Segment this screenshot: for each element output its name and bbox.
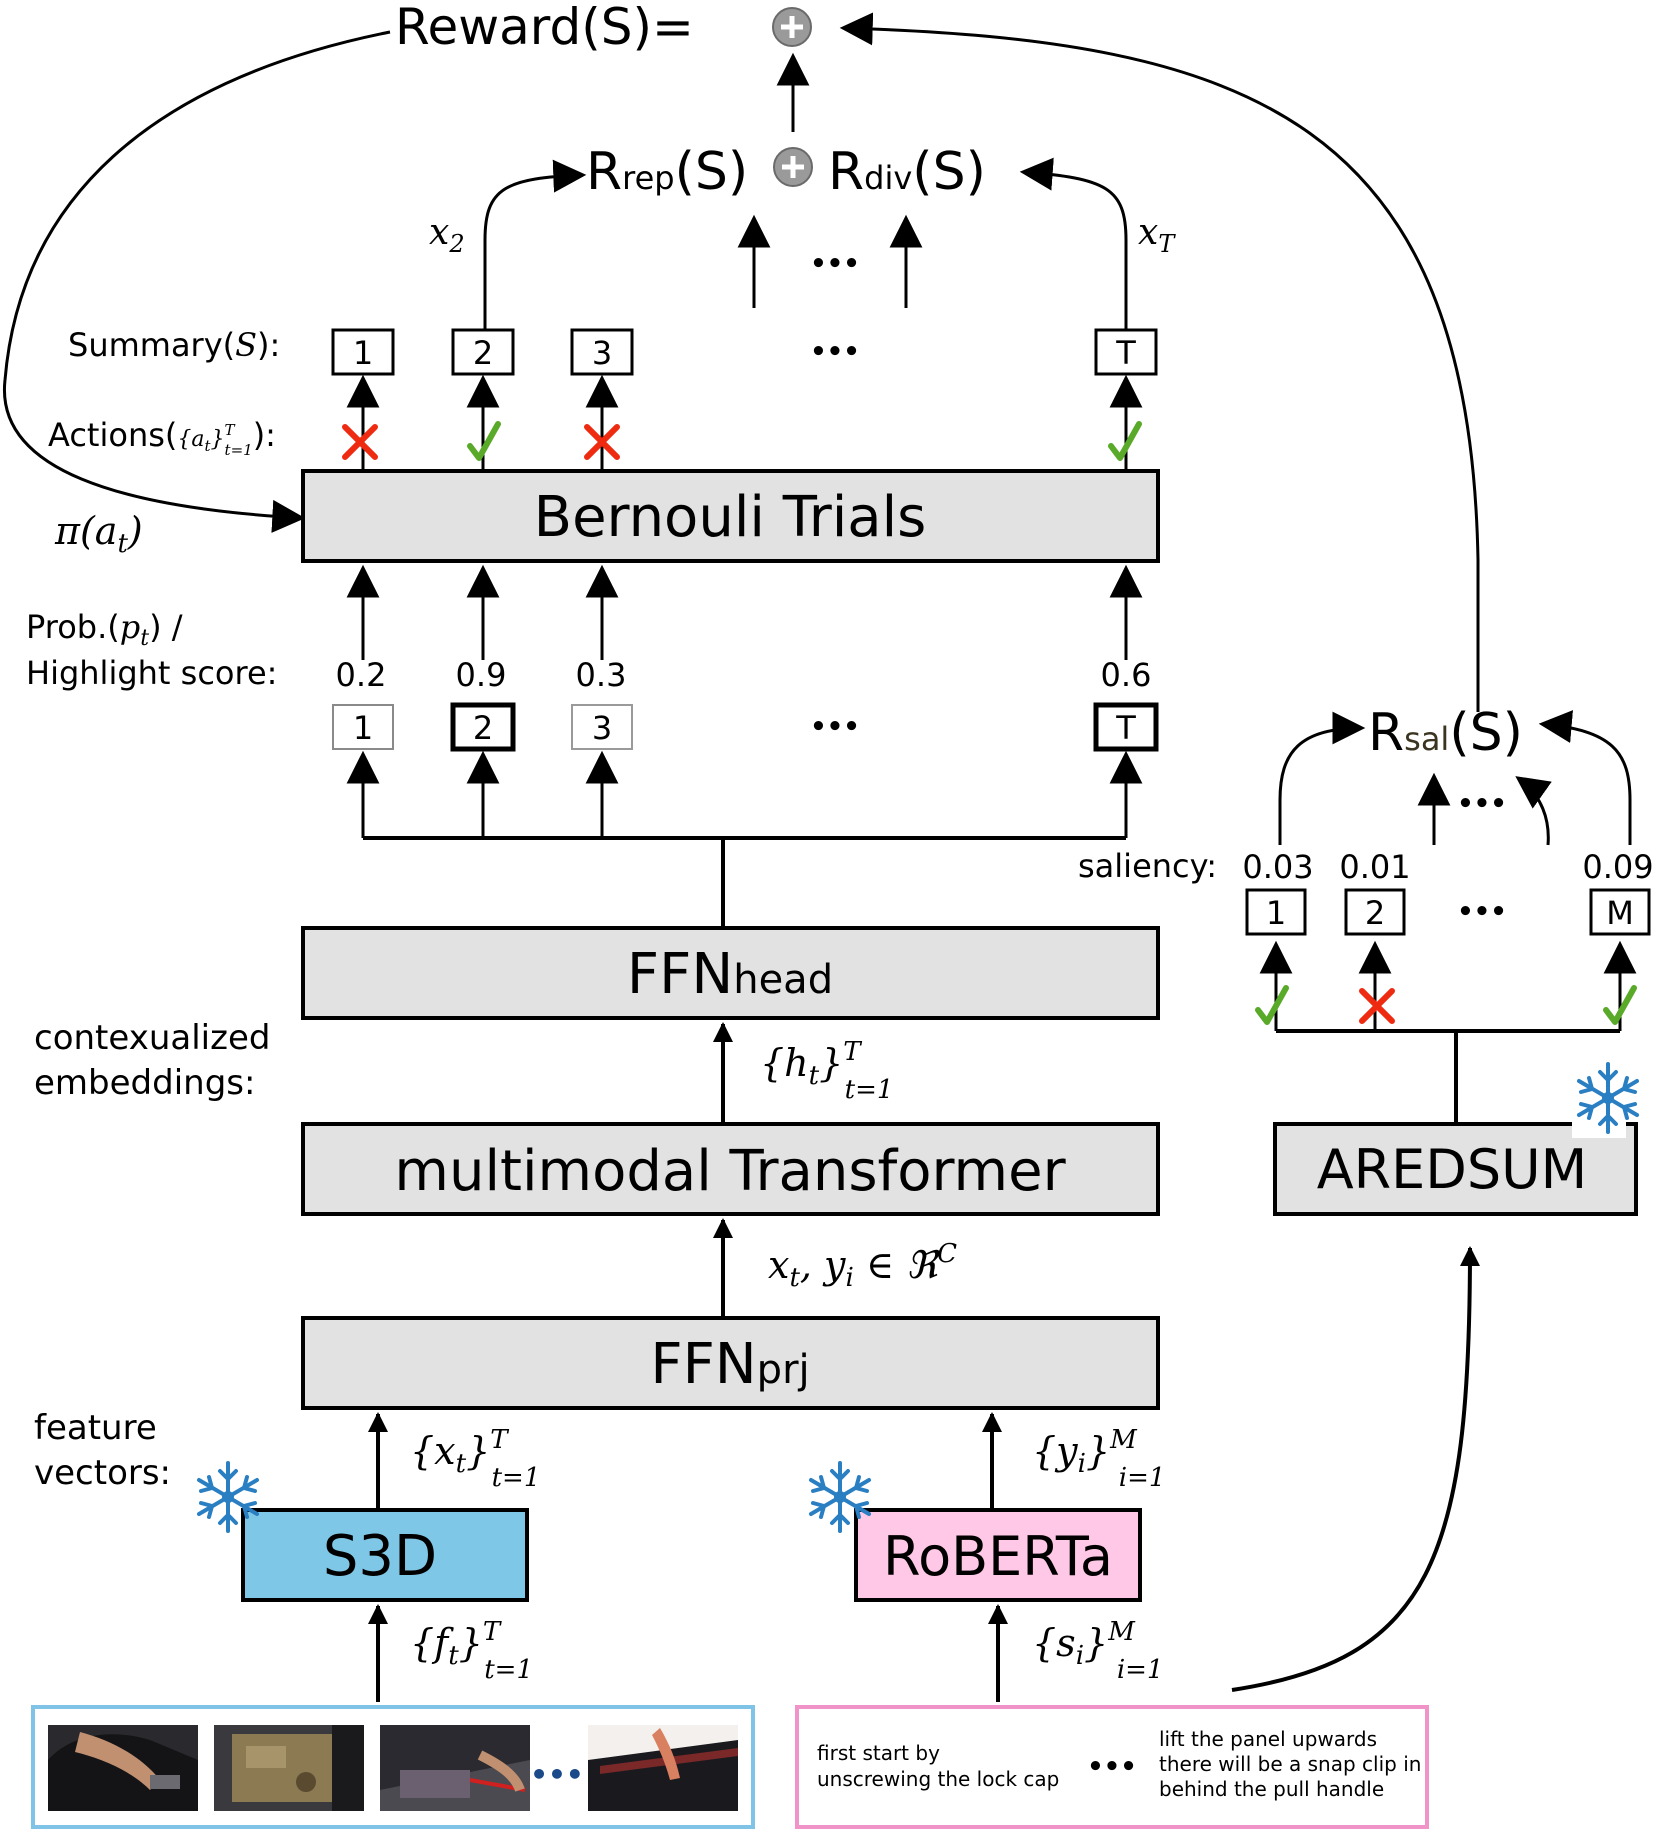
svg-text:M: M (1606, 894, 1634, 932)
r-rep-label: Rrep(S) (586, 142, 748, 202)
svg-text:1: 1 (353, 334, 373, 372)
arrow-rsal-to-reward (839, 12, 1480, 712)
saliency-box-ellipsis: ••• (1457, 897, 1507, 927)
svg-text:2: 2 (473, 334, 493, 372)
summary-box-3: 3 (570, 328, 634, 376)
pi-label: π(at) (54, 509, 143, 559)
score-box-2: 2 (450, 702, 516, 752)
svg-text:3: 3 (592, 709, 612, 747)
bernoulli-trials-block: Bernouli Trials (301, 469, 1160, 563)
svg-text:T: T (1115, 334, 1136, 372)
saliency-box-2: 2 (1344, 888, 1406, 936)
saliency-box-M: M (1589, 888, 1651, 936)
aredsum-block: AREDSUM (1273, 1122, 1638, 1216)
saliency-box-1: 1 (1245, 888, 1307, 936)
transcript-right-line-1: lift the panel upwards (1159, 1727, 1377, 1751)
arrow-saliency-mid2-to-rsal (1515, 776, 1552, 846)
svg-text:AREDSUM: AREDSUM (1317, 1138, 1588, 1201)
score-box-3: 3 (571, 704, 633, 750)
video-frame (48, 1725, 198, 1811)
multimodal-transformer-block: multimodal Transformer (301, 1122, 1160, 1216)
arrow-text-to-aredsum (1231, 1246, 1480, 1692)
summary-box-2: 2 (451, 328, 515, 376)
transcript-left-line-2: unscrewing the lock cap (817, 1767, 1059, 1791)
summary-box-1: 1 (331, 328, 395, 376)
transcript-left-line-1: first start by (817, 1741, 940, 1765)
embeddings-label: embeddings: (34, 1063, 255, 1103)
arrow-reward-to-bernoulli (2, 30, 391, 533)
middle-ellipsis: ••• (810, 249, 860, 279)
saliency-label: saliency: (1078, 847, 1217, 885)
reward-oplus-icon (773, 8, 811, 46)
arrow-xT-to-div (1019, 157, 1128, 332)
cross-icon (345, 427, 375, 457)
x2-label: x2 (429, 212, 465, 258)
score-ellipsis: ••• (810, 712, 860, 742)
vectors-label: vectors: (34, 1453, 171, 1493)
transcript-right-line-3: behind the pull handle (1159, 1777, 1384, 1801)
ffn-prj-block: FFNprj (301, 1316, 1160, 1410)
xy-edge-label: xt, yi ∈ ℜC (768, 1239, 957, 1293)
score-value-3: 0.3 (576, 656, 627, 694)
saliency-value-M: 0.09 (1582, 848, 1653, 886)
svg-text:S3D: S3D (323, 1524, 437, 1589)
arrow-x2-to-rep (483, 159, 587, 332)
svg-text:FFNprj: FFNprj (650, 1332, 809, 1397)
video-frame (214, 1725, 364, 1811)
feature-label: feature (34, 1408, 157, 1448)
saliency-value-2: 0.01 (1339, 848, 1410, 886)
transcript-panel: first start by unscrewing the lock cap •… (795, 1705, 1429, 1829)
svg-text:2: 2 (473, 709, 493, 747)
roberta-block: RoBERTa (854, 1508, 1142, 1602)
svg-text:RoBERTa: RoBERTa (883, 1525, 1113, 1588)
s3d-block: S3D (241, 1508, 529, 1602)
svg-text:3: 3 (592, 334, 612, 372)
check-icon (1258, 988, 1286, 1022)
cross-icon (1362, 991, 1392, 1021)
video-ellipsis: ••• (530, 1758, 584, 1791)
svg-text:T: T (1115, 709, 1136, 747)
reward-label: Reward(S)= (395, 0, 694, 56)
transcript-ellipsis: ••• (1087, 1752, 1137, 1782)
svg-text:FFNhead: FFNhead (627, 942, 833, 1007)
r-sal-label: Rsal(S) (1368, 703, 1523, 763)
svg-text:multimodal Transformer: multimodal Transformer (394, 1139, 1066, 1204)
summary-box-T: T (1094, 328, 1158, 376)
summary-label: Summary(S): (68, 326, 280, 364)
xT-label: xT (1138, 212, 1176, 258)
transcript-right-line-2: there will be a snap clip in (1159, 1752, 1421, 1776)
rep-div-oplus-icon (774, 148, 812, 186)
highlight-score-label: Highlight score: (26, 654, 277, 692)
score-box-T: T (1093, 702, 1159, 752)
svg-text:Bernouli Trials: Bernouli Trials (534, 485, 927, 550)
video-frame (588, 1725, 738, 1811)
summary-ellipsis: ••• (810, 337, 860, 367)
svg-text:1: 1 (353, 709, 373, 747)
r-div-label: Rdiv(S) (828, 142, 986, 202)
svg-text:2: 2 (1365, 894, 1385, 932)
score-box-1: 1 (332, 704, 394, 750)
arrow-saliency-M-to-rsal (1538, 710, 1632, 845)
video-frames-panel: ••• (31, 1705, 755, 1829)
prob-label: Prob.(pt) / (26, 608, 183, 651)
video-frame (380, 1725, 530, 1811)
arrow-saliency-1-to-rsal (1278, 711, 1366, 845)
contextualized-label: contexualized (34, 1018, 270, 1058)
score-value-T: 0.6 (1101, 656, 1152, 694)
score-value-1: 0.2 (336, 656, 387, 694)
ffn-head-block: FFNhead (301, 926, 1160, 1020)
rsal-ellipsis: ••• (1457, 789, 1507, 819)
score-value-2: 0.9 (456, 656, 507, 694)
saliency-value-1: 0.03 (1242, 848, 1313, 886)
svg-text:1: 1 (1266, 894, 1286, 932)
